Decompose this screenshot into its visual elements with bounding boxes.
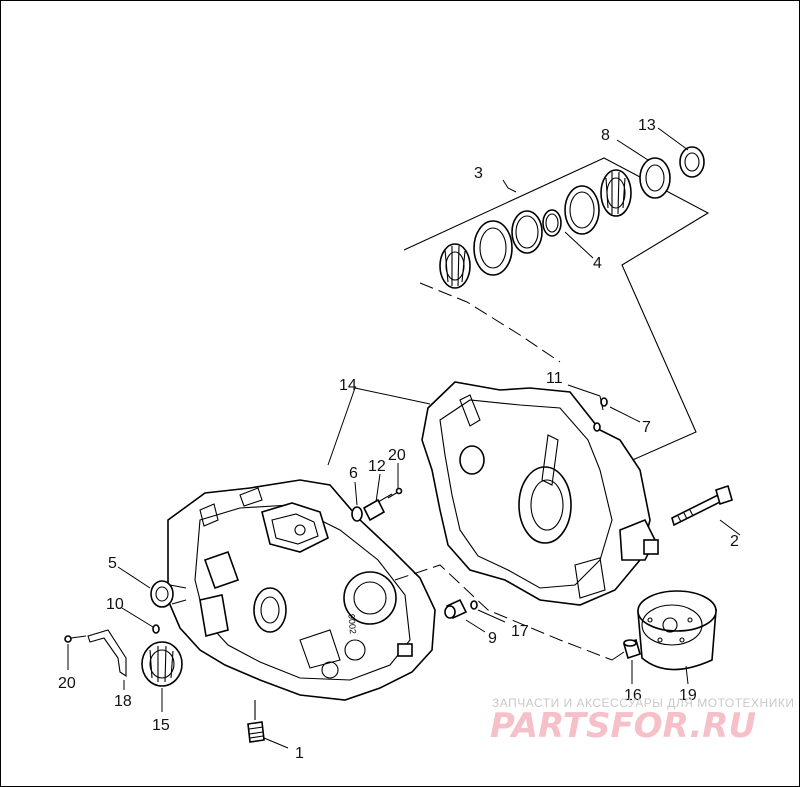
callout-14: 14 [339,377,357,394]
dowel-9 [444,598,468,620]
left-crankcase-half: 9002 [167,479,436,701]
right-crankcase-half [421,381,659,606]
callout-20-left: 20 [58,675,76,692]
callout-16: 16 [624,687,642,704]
case-marking: 9002 [346,614,358,635]
dowel-7-11 [593,397,608,432]
callout-4: 4 [593,255,602,272]
clip-18 [87,629,127,678]
callout-18: 18 [114,693,132,710]
roller-bearing-left [439,243,471,289]
bearing-assembly [403,146,710,471]
deck-casting [261,502,329,553]
bearing-race-right [564,185,600,235]
callout-9: 9 [488,630,497,647]
watermark-tagline: ЗАПЧАСТИ И АКСЕССУАРЫ ДЛЯ МОТОТЕХНИКИ [492,696,794,710]
crankcase-centerline [394,564,613,661]
callout-20-top: 20 [388,447,406,464]
bearing-race-left [473,220,513,276]
plug-1 [247,700,265,743]
callout-6: 6 [349,465,358,482]
screw-20-left [64,635,87,643]
bolt-2 [671,484,733,527]
retaining-ring-large [511,210,543,254]
roller-bearing-right [600,169,632,217]
callout-7: 7 [642,419,651,436]
fitting-12 [362,493,393,522]
retaining-ring-small [542,209,562,237]
leader-lines [67,127,741,749]
screw-20-top [387,487,403,499]
callout-10: 10 [106,596,124,613]
pin-10 [152,624,160,634]
bearing-5 [150,580,187,608]
callout-11: 11 [546,370,563,387]
callout-12: 12 [368,458,386,475]
watermark-brand: PARTSFOR.RU [490,706,756,746]
callout-13: 13 [638,117,656,134]
seal-6 [351,506,363,522]
callout-2: 2 [730,533,739,550]
sleeve-13 [679,146,705,178]
callout-labels: 1 2 3 4 5 6 7 8 9 10 11 12 13 14 15 16 1… [58,117,739,762]
callout-15: 15 [152,717,170,734]
callout-1: 1 [295,745,304,762]
callout-19: 19 [679,687,697,704]
cam-cover-boss [343,571,397,625]
callout-5: 5 [108,555,117,572]
bearing-15 [141,641,183,687]
oil-filter-19 [611,590,717,671]
fitting-16 [623,638,641,660]
callout-3: 3 [474,165,483,182]
assembly-bracket [403,157,710,471]
callout-8: 8 [601,127,610,144]
watermark: ЗАПЧАСТИ И АКСЕССУАРЫ ДЛЯ МОТОТЕХНИКИ PA… [490,696,794,746]
callout-17: 17 [511,623,529,640]
oring-17 [470,600,478,610]
assembly-centerline [419,282,561,363]
bearing-outer-race-8 [639,157,671,199]
